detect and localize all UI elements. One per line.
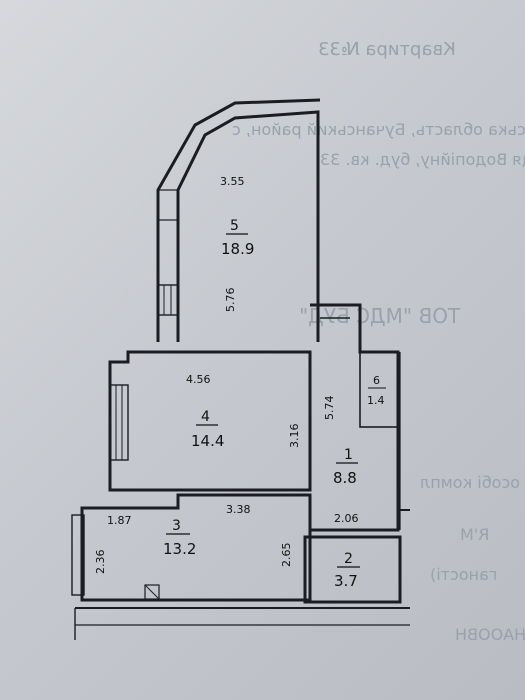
room-3-walls <box>80 493 312 602</box>
room-3-number: 3 <box>172 518 181 534</box>
room-2-number: 2 <box>344 551 353 567</box>
room-5-outer-wall <box>156 98 321 342</box>
bleed-line-2: Київська область, Бучанський район, с <box>232 120 525 139</box>
dim-room3-top: 3.38 <box>226 503 251 516</box>
room-5-window <box>157 284 179 316</box>
walls <box>71 98 410 640</box>
room-2-area: 3.7 <box>334 572 358 590</box>
bleed-through-text: Квартира №33 Київська область, Бучанськи… <box>232 39 525 644</box>
bleed-line-5: них особі компл <box>420 473 525 492</box>
dim-room3-top-left: 1.87 <box>107 514 132 527</box>
room-5-number: 5 <box>230 218 239 234</box>
room-1-area: 8.8 <box>333 469 357 487</box>
bleed-line-8: НАООВН <box>455 625 525 644</box>
room-1-number: 1 <box>344 447 353 463</box>
bleed-line-7: ганості) <box>430 565 497 584</box>
room-5-walls <box>176 110 320 342</box>
bleed-line-3: вулиця Водопійну, буд. кв. 33 <box>320 150 525 169</box>
room-3-window <box>71 514 85 596</box>
bleed-line-1: Квартира №33 <box>318 39 456 60</box>
room-6-area: 1.4 <box>367 394 385 407</box>
dim-room5-top: 3.55 <box>220 175 245 188</box>
bleed-line-4: ТОВ "МДС БУД" <box>299 304 461 328</box>
dim-room3-right: 2.65 <box>280 543 293 568</box>
dim-room1-bottom: 2.06 <box>334 512 359 525</box>
room-3-duct <box>144 584 160 600</box>
dim-room1-side: 5.74 <box>323 396 336 421</box>
room-2-walls <box>303 535 402 604</box>
dim-room3-left: 2.36 <box>94 550 107 575</box>
room-3-area: 13.2 <box>163 540 196 558</box>
room-4-walls <box>108 350 312 492</box>
room-4-number: 4 <box>201 409 210 425</box>
room-4-area: 14.4 <box>191 432 224 450</box>
room-6-walls <box>359 351 399 428</box>
dim-room4-top: 4.56 <box>186 373 211 386</box>
room-4-window <box>109 384 129 461</box>
room-6-number: 6 <box>373 374 380 387</box>
bleed-line-6: R'M <box>460 525 489 544</box>
dim-room4-side: 3.16 <box>288 424 301 449</box>
dim-room5-side: 5.76 <box>224 288 237 313</box>
room-5-area: 18.9 <box>221 240 254 258</box>
